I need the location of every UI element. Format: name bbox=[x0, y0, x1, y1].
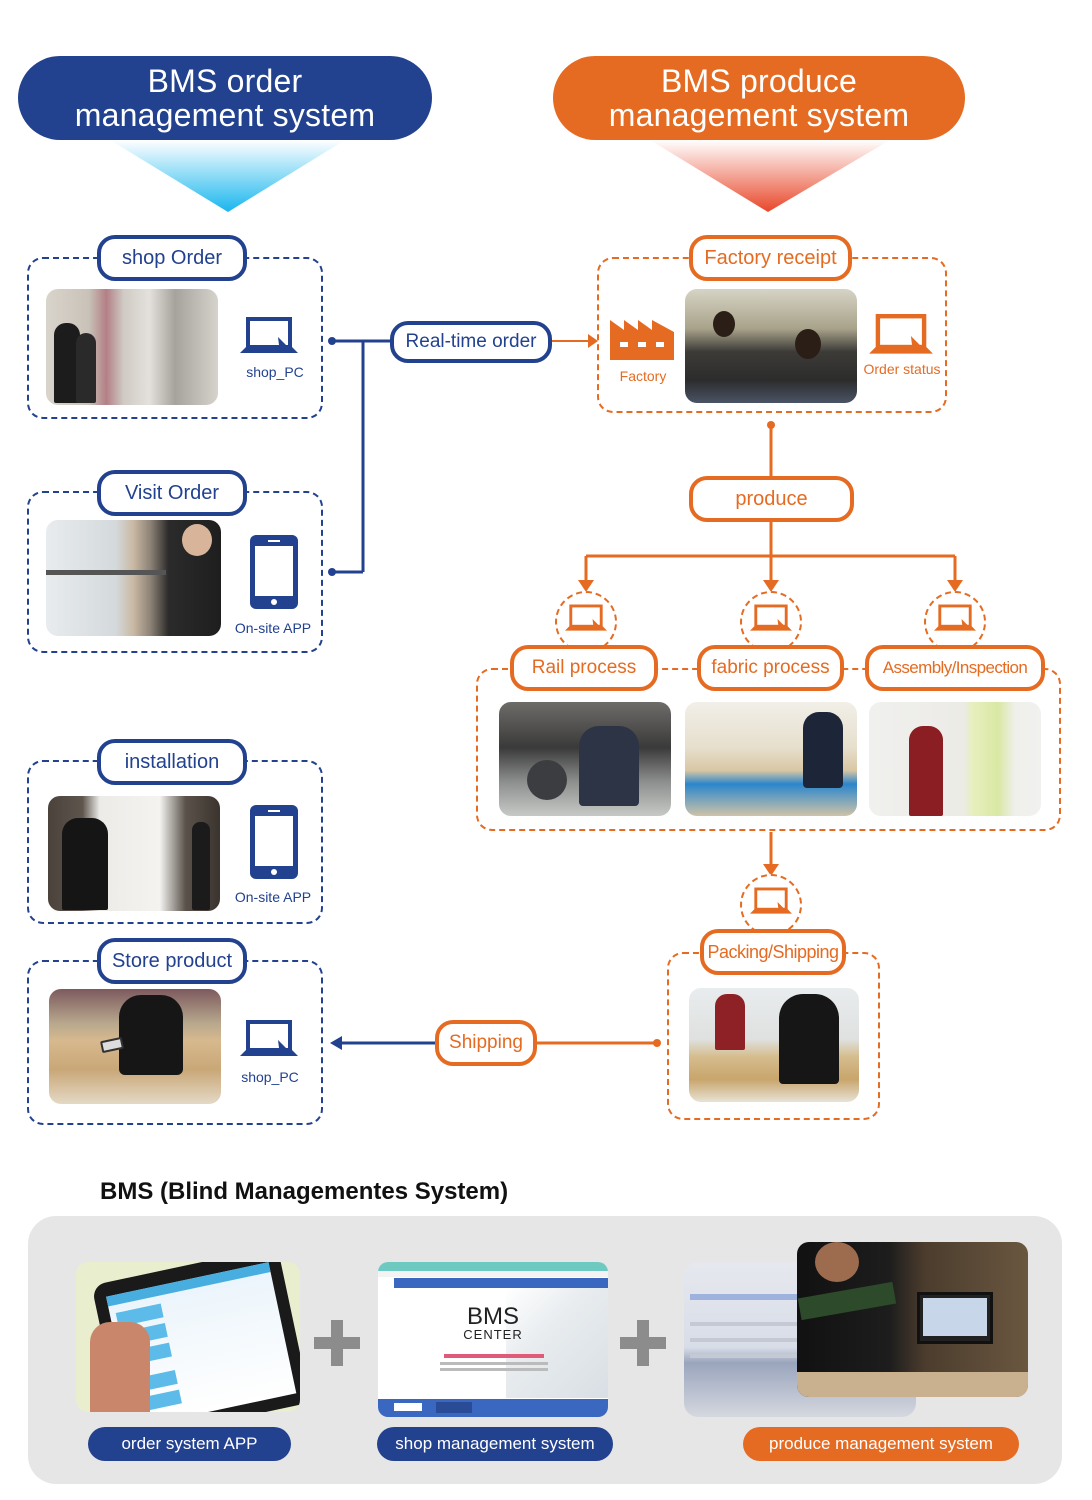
packing-photo bbox=[689, 988, 859, 1102]
order-funnel bbox=[110, 140, 345, 212]
smartphone-icon bbox=[250, 805, 298, 884]
installation-photo bbox=[48, 796, 220, 911]
rail-process-label: Rail process bbox=[510, 645, 658, 691]
packing-shipping-label: Packing/Shipping bbox=[700, 929, 846, 975]
fabric-process-label: fabric process bbox=[697, 645, 844, 691]
factory-receipt-photo bbox=[685, 289, 857, 403]
order-status-label: Order status bbox=[863, 361, 941, 377]
produce-funnel bbox=[650, 140, 890, 212]
factory-label: Factory bbox=[619, 368, 667, 384]
store-product-photo bbox=[49, 989, 221, 1104]
produce-system-worker-photo bbox=[797, 1242, 1028, 1397]
installation-label: installation bbox=[97, 739, 247, 785]
laptop-icon bbox=[934, 604, 976, 639]
shop-pc-label: shop_PC bbox=[246, 364, 304, 380]
assembly-process-pc bbox=[924, 591, 986, 653]
laptop-icon bbox=[240, 317, 298, 362]
onsite-app-label: On-site APP bbox=[234, 889, 312, 905]
fabric-process-photo bbox=[685, 702, 857, 816]
produce-header-line2: management system bbox=[608, 97, 910, 133]
factory-receipt-label: Factory receipt bbox=[689, 235, 852, 281]
smartphone-icon bbox=[250, 535, 298, 614]
order-system-header: BMS order management system bbox=[18, 56, 432, 140]
assembly-inspection-photo bbox=[869, 702, 1041, 816]
laptop-icon bbox=[750, 604, 792, 639]
shipping-label: Shipping bbox=[435, 1020, 537, 1066]
order-header-line1: BMS order bbox=[147, 63, 303, 99]
laptop-icon bbox=[868, 314, 934, 363]
store-product-label: Store product bbox=[97, 938, 247, 984]
fabric-process-pc bbox=[740, 591, 802, 653]
shop-system-photo: BMS CENTER bbox=[378, 1262, 608, 1417]
realtime-arrow bbox=[552, 334, 598, 348]
produce-system-header: BMS produce management system bbox=[553, 56, 965, 140]
bms-center-logo: BMS CENTER bbox=[463, 1303, 523, 1342]
bms-title: BMS (Blind Managementes System) bbox=[100, 1178, 509, 1205]
shop-order-label: shop Order bbox=[97, 235, 247, 281]
produce-management-system-label: produce management system bbox=[743, 1427, 1019, 1461]
laptop-icon bbox=[240, 1020, 298, 1065]
shop-pc-label: shop_PC bbox=[241, 1069, 299, 1085]
visit-order-photo bbox=[46, 520, 221, 636]
order-system-app-label: order system APP bbox=[88, 1427, 291, 1461]
realtime-order-wire bbox=[328, 337, 392, 576]
order-app-photo bbox=[76, 1262, 300, 1412]
shop-management-system-label: shop management system bbox=[377, 1427, 613, 1461]
produce-header-line1: BMS produce bbox=[660, 63, 858, 99]
visit-order-label: Visit Order bbox=[97, 470, 247, 516]
produce-label: produce bbox=[689, 476, 854, 522]
shop-order-photo bbox=[46, 289, 218, 405]
plus-icon bbox=[620, 1320, 666, 1371]
order-header-line2: management system bbox=[74, 97, 376, 133]
rail-process-photo bbox=[499, 702, 671, 816]
plus-icon bbox=[314, 1320, 360, 1371]
realtime-order-label: Real-time order bbox=[390, 321, 552, 363]
onsite-app-label: On-site APP bbox=[234, 620, 312, 636]
factory-icon bbox=[610, 320, 674, 365]
laptop-icon bbox=[565, 604, 607, 639]
laptop-icon bbox=[750, 887, 792, 922]
assembly-inspection-label: Assembly/Inspection bbox=[865, 645, 1045, 691]
